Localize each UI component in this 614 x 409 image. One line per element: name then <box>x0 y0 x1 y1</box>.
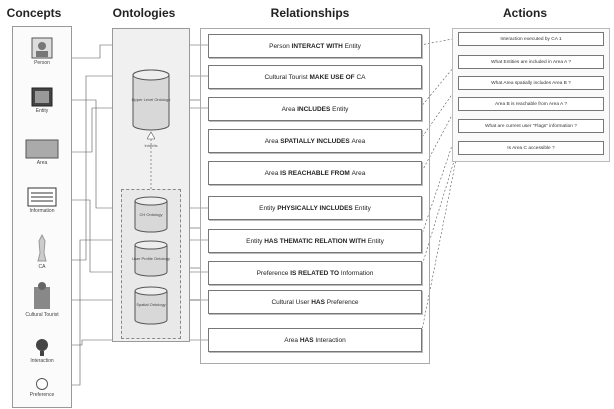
relationship-box: Area IS REACHABLE FROM Area <box>208 161 422 185</box>
relationship-object: Area <box>351 169 366 177</box>
relationship-object: CA <box>356 73 366 81</box>
action-box: What Entities are included in Area A ? <box>458 55 604 69</box>
relationship-box: Entity PHYSICALLY INCLUDES Entity <box>208 196 422 220</box>
area-rectangle-icon <box>25 139 59 159</box>
relationship-subject: Area <box>264 169 279 177</box>
relationship-verb: SPATIALLY INCLUDES <box>280 137 350 145</box>
relationship-box: Area INCLUDES Entity <box>208 97 422 121</box>
relationship-verb: INTERACT WITH <box>291 42 343 50</box>
action-box: Area B is reachable from Area A ? <box>458 97 604 111</box>
relationship-verb: PHYSICALLY INCLUDES <box>277 204 353 212</box>
relationship-subject: Area <box>264 137 279 145</box>
relationship-object: Interaction <box>315 336 346 344</box>
relationship-subject: Entity <box>259 204 276 212</box>
relationship-verb: IS RELATED TO <box>290 269 340 277</box>
lower-ontologies-group: CH Ontology User Profile Ontology Spatia… <box>121 189 181 339</box>
relationship-subject: Entity <box>246 237 263 245</box>
relationship-object: Entity <box>344 42 361 50</box>
relationships-heading: Relationships <box>270 6 350 20</box>
relationship-verb: MAKE USE OF <box>309 73 355 81</box>
user-profile-ontology-cylinder: User Profile Ontology <box>131 240 171 278</box>
relationship-box: Preference IS RELATED TO Information <box>208 261 422 285</box>
relationship-box: Person INTERACT WITH Entity <box>208 34 422 58</box>
upper-ontology-cylinder: Upper Level Ontology <box>123 69 179 131</box>
relationship-verb: IS REACHABLE FROM <box>280 169 350 177</box>
relationship-box: Area SPATIALLY INCLUDES Area <box>208 129 422 153</box>
relationship-verb: HAS THEMATIC RELATION WITH <box>264 237 366 245</box>
concept-interaction: Interaction <box>13 337 71 364</box>
ontologies-heading: Ontologies <box>112 6 176 20</box>
concept-person: Person <box>13 37 71 66</box>
relationship-subject: Preference <box>256 269 289 277</box>
relationship-box: Cultural Tourist MAKE USE OF CA <box>208 65 422 89</box>
relationship-subject: Cultural User <box>271 298 310 306</box>
concepts-heading: Concepts <box>6 6 62 20</box>
interaction-icon <box>36 339 48 356</box>
relationship-verb: HAS <box>299 336 314 344</box>
relationship-object: Information <box>340 269 374 277</box>
relationship-object: Area <box>351 137 366 145</box>
relationship-box: Entity HAS THEMATIC RELATION WITH Entity <box>208 229 422 253</box>
concept-information: Information <box>13 187 71 214</box>
relationships-frame <box>200 28 430 364</box>
concept-preference: Preference <box>13 377 71 398</box>
relationship-subject: Person <box>269 42 290 50</box>
relationship-subject: Area <box>284 336 298 344</box>
relationship-verb: HAS <box>311 298 325 306</box>
preference-circle-icon <box>36 378 48 390</box>
relationship-object: Preference <box>326 298 359 306</box>
tourist-icon <box>34 282 50 309</box>
action-box: What Area spatially includes Area B ? <box>458 76 604 90</box>
relationship-box: Area HAS Interaction <box>208 328 422 352</box>
inherits-label: Inherits <box>144 143 158 148</box>
ontologies-panel: Upper Level Ontology Inherits CH Ontolog… <box>112 28 190 342</box>
action-box: Interaction executed by CA 1 <box>458 32 604 46</box>
action-box: Is Area C accessible ? <box>458 141 604 155</box>
concept-entity: Entity <box>13 87 71 114</box>
relationship-subject: Cultural Tourist <box>264 73 308 81</box>
actions-frame <box>452 28 610 162</box>
actions-heading: Actions <box>502 6 547 20</box>
relationship-object: Entity <box>332 105 349 113</box>
relationship-verb: INCLUDES <box>297 105 331 113</box>
document-icon <box>27 187 57 207</box>
action-box: What are current user "Flags" informatio… <box>458 119 604 133</box>
relationship-box: Cultural User HAS Preference <box>208 290 422 314</box>
painting-icon <box>31 87 53 107</box>
person-photo-icon <box>31 37 53 59</box>
concepts-panel: Person Entity Area Information CA Cultur… <box>12 26 72 408</box>
inherits-arrow <box>147 131 155 191</box>
relationship-subject: Area <box>281 105 296 113</box>
concept-ca: CA <box>13 233 71 270</box>
statue-icon <box>37 233 47 262</box>
spatial-ontology-cylinder: Spatial Ontology <box>131 286 171 326</box>
concept-cultural-tourist: Cultural Tourist <box>13 281 71 318</box>
ch-ontology-cylinder: CH Ontology <box>131 196 171 234</box>
concept-area: Area <box>13 139 71 166</box>
relationship-object: Entity <box>367 237 384 245</box>
relationship-object: Entity <box>354 204 371 212</box>
